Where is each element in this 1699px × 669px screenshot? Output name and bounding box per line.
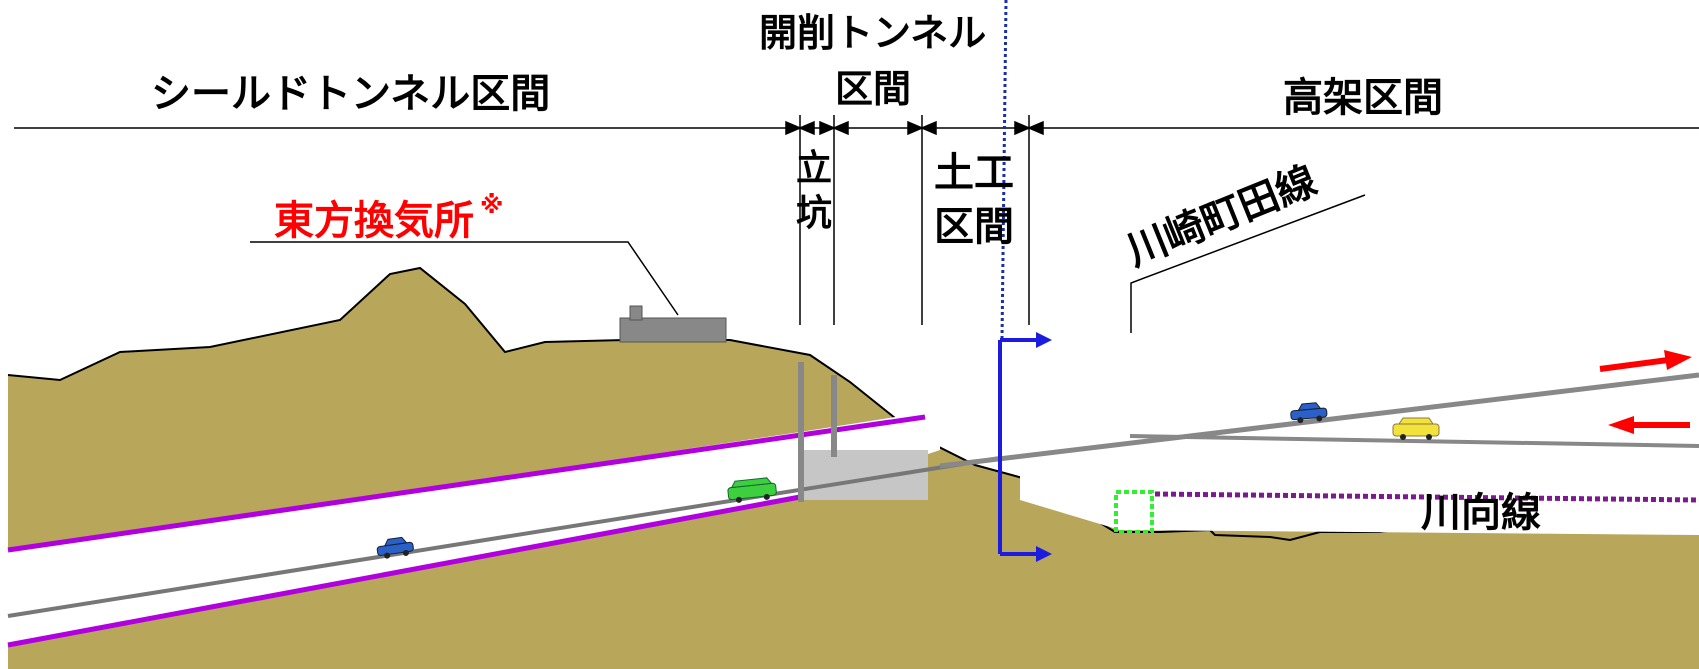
cut-cover-boundary-dotted — [1000, 0, 1008, 341]
ventilation-note-mark: ※ — [480, 191, 503, 219]
dimension-arrows — [785, 120, 1044, 136]
blue-car-icon — [1290, 402, 1328, 424]
kawamukai-label: 川向線 — [1421, 490, 1541, 536]
earthwork-label-line2: 区間 — [934, 204, 1014, 250]
kawamukai-green-box — [1114, 490, 1154, 534]
shaft-left-wall — [798, 362, 804, 502]
cut-cover-label-line2: 区間 — [835, 67, 911, 111]
kawasaki-machida-leader — [1130, 194, 1366, 333]
shaft-right-wall — [831, 375, 837, 457]
surface-opening — [1020, 440, 1699, 535]
blue-arrow-icon — [1036, 546, 1052, 562]
viaduct-lower-deck — [1129, 434, 1699, 448]
ventilation-label: 東方換気所 — [274, 198, 474, 244]
kawamukai-dotted-line — [1154, 491, 1699, 503]
earthwork-label-line1: 土工 — [934, 150, 1014, 196]
kawasaki-machida-label: 川崎町田線 — [1121, 158, 1324, 276]
ventilation-leader — [250, 241, 679, 316]
tunnel-roadway — [7, 456, 1001, 618]
shield-tunnel-cavity — [8, 410, 940, 645]
tunnel-floor-line — [7, 494, 801, 648]
ventilation-building — [619, 305, 727, 343]
cut-cover-label-line1: 開削トンネル — [759, 11, 986, 55]
blue-car-icon — [376, 536, 414, 559]
boundary-ticks — [799, 115, 1030, 325]
tunnel-roof-line — [7, 414, 926, 553]
yellow-car-icon — [1392, 417, 1440, 440]
shield-section-label: シールドトンネル区間 — [151, 71, 550, 117]
blue-arrow-icon — [1036, 332, 1052, 348]
shaft-label-char2: 坑 — [796, 192, 832, 234]
red-arrow-icon — [1599, 357, 1669, 372]
direction-arrows — [1599, 350, 1692, 434]
blue-section-bracket — [998, 332, 1052, 562]
viaduct-section-label: 高架区間 — [1283, 75, 1443, 121]
portal-block — [800, 450, 928, 500]
green-car-icon — [727, 477, 777, 503]
shaft-label-char1: 立 — [796, 148, 832, 189]
